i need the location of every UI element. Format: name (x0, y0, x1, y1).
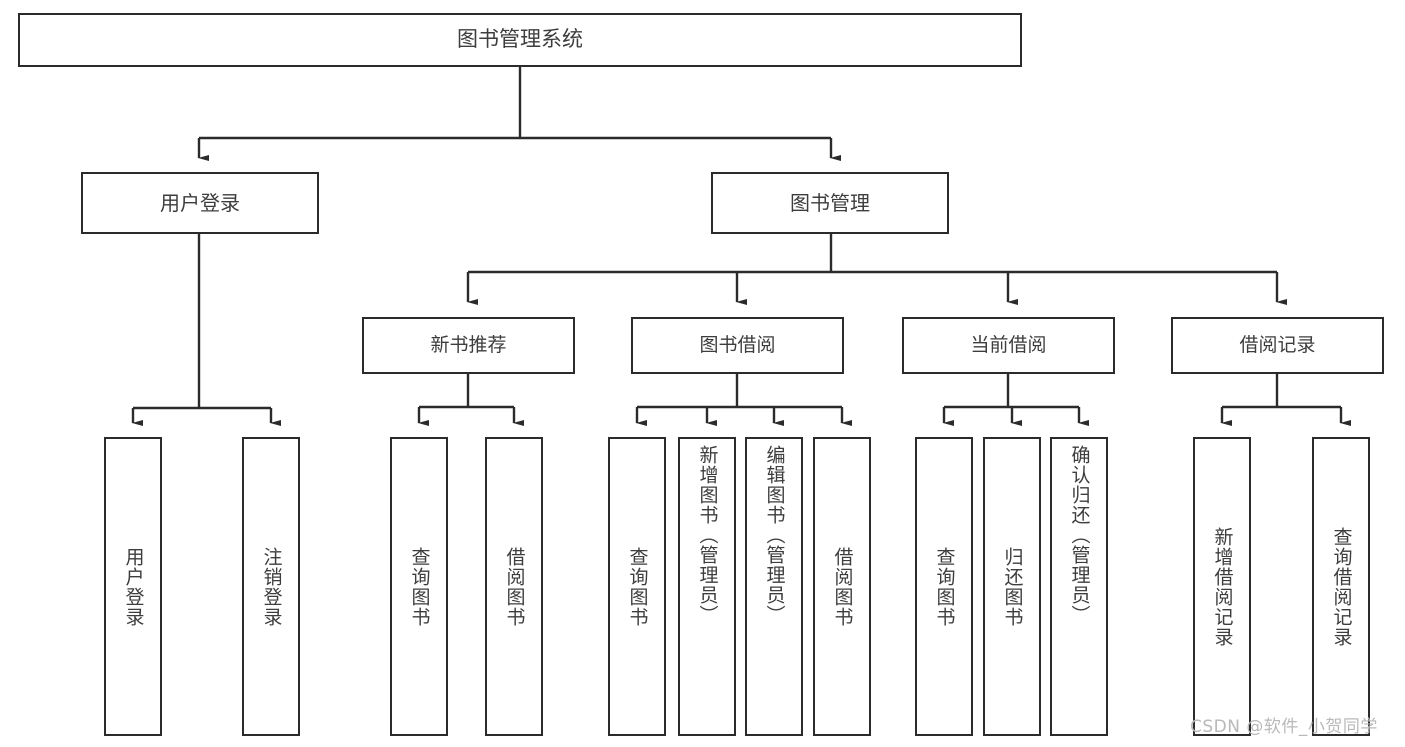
leaf-user-login[interactable]: 用户登录 (104, 437, 162, 736)
leaf-borrow-book[interactable]: 借阅图书 (813, 437, 871, 736)
leaf-query-book-current[interactable]: 查询图书 (915, 437, 973, 736)
node-root[interactable]: 图书管理系统 (18, 13, 1022, 67)
leaf-query-borrow-record[interactable]: 查询借阅记录 (1312, 437, 1370, 736)
leaf-query-book-recommend[interactable]: 查询图书 (390, 437, 448, 736)
leaf-return-book[interactable]: 归还图书 (983, 437, 1041, 736)
node-borrow-record[interactable]: 借阅记录 (1171, 317, 1384, 374)
node-user-login[interactable]: 用户登录 (81, 172, 319, 234)
leaf-add-book-admin[interactable]: 新增图书（管理员） (678, 437, 736, 736)
watermark-credit: CSDN @软件_小贺同学 (1190, 717, 1378, 737)
node-current-borrow[interactable]: 当前借阅 (902, 317, 1115, 374)
leaf-query-book-borrow[interactable]: 查询图书 (608, 437, 666, 736)
leaf-user-logout[interactable]: 注销登录 (242, 437, 300, 736)
node-book-management[interactable]: 图书管理 (711, 172, 949, 234)
leaf-confirm-return-admin[interactable]: 确认归还（管理员） (1050, 437, 1108, 736)
leaf-add-borrow-record[interactable]: 新增借阅记录 (1193, 437, 1251, 736)
leaf-borrow-book-recommend[interactable]: 借阅图书 (485, 437, 543, 736)
node-book-borrow[interactable]: 图书借阅 (631, 317, 844, 374)
leaf-edit-book-admin[interactable]: 编辑图书（管理员） (745, 437, 803, 736)
node-new-book-recommend[interactable]: 新书推荐 (362, 317, 575, 374)
